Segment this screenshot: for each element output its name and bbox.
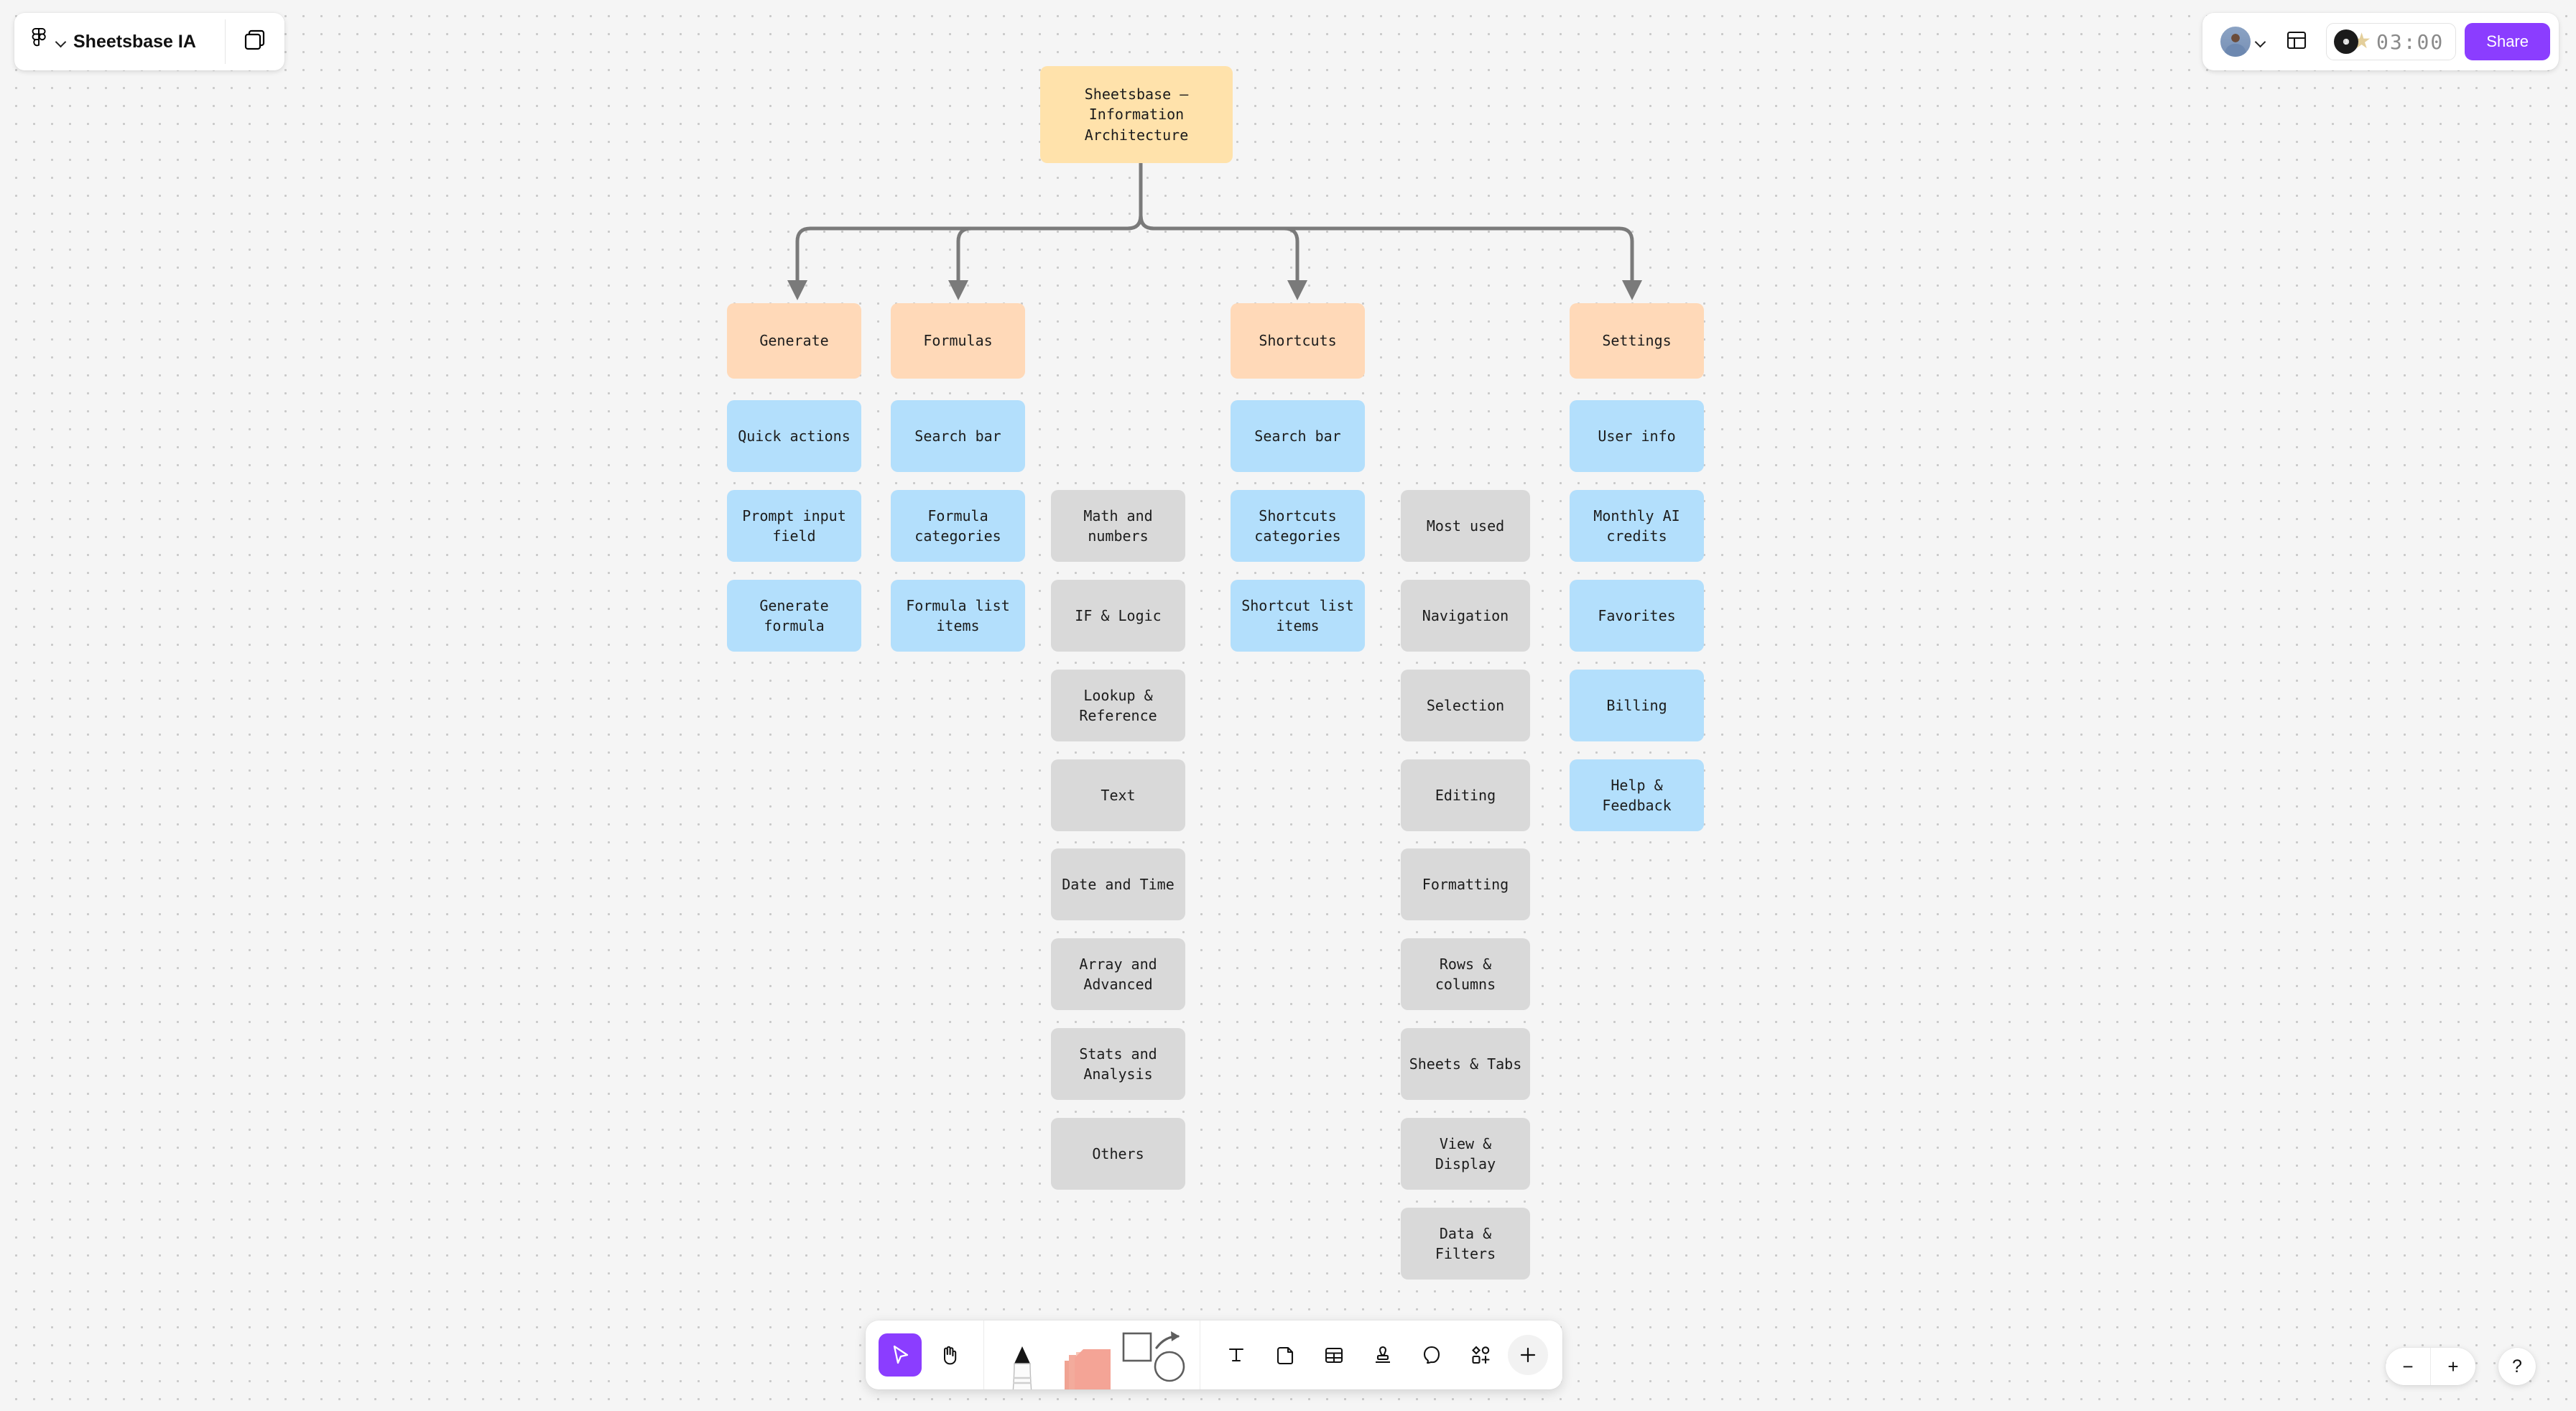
section-tool[interactable] xyxy=(1264,1333,1307,1377)
node-generate-child-0[interactable]: Quick actions xyxy=(727,400,861,472)
node-shortcuts-leaf-8[interactable]: Data & Filters xyxy=(1401,1208,1530,1280)
node-shortcuts-leaf-3[interactable]: Editing xyxy=(1401,759,1530,831)
file-toolbar: Sheetsbase IA xyxy=(14,13,284,70)
text-tool[interactable] xyxy=(1215,1333,1258,1377)
sticky-note-icon xyxy=(1065,1349,1111,1389)
pages-panel-button[interactable] xyxy=(226,13,284,70)
node-category-shortcuts[interactable]: Shortcuts xyxy=(1231,303,1365,379)
stamp-icon xyxy=(1376,1346,1390,1364)
sticky-tool[interactable] xyxy=(1053,1320,1115,1389)
node-shortcuts-leaf-7[interactable]: View & Display xyxy=(1401,1118,1530,1190)
toolbar-divider xyxy=(224,19,226,64)
node-shortcuts-child-1[interactable]: Shortcuts categories xyxy=(1231,490,1365,562)
toolbar-group-pointer xyxy=(866,1320,983,1389)
chevron-down-icon[interactable] xyxy=(2256,37,2266,47)
file-name[interactable]: Sheetsbase IA xyxy=(73,31,196,52)
widgets-icon xyxy=(1472,1346,1490,1364)
layout-grid-button[interactable] xyxy=(2276,29,2317,55)
pages-panel-icon xyxy=(243,28,267,56)
node-category-generate[interactable]: Generate xyxy=(727,303,861,379)
node-shortcuts-leaf-0[interactable]: Most used xyxy=(1401,490,1530,562)
node-shortcuts-leaf-2[interactable]: Selection xyxy=(1401,670,1530,741)
widgets-tool[interactable] xyxy=(1459,1333,1502,1377)
figjam-logo-icon[interactable] xyxy=(30,27,49,57)
node-settings-child-3[interactable]: Billing xyxy=(1570,670,1704,741)
node-formulas-child-2[interactable]: Formula list items xyxy=(891,580,1025,652)
node-shortcuts-child-0[interactable]: Search bar xyxy=(1231,400,1365,472)
node-formulas-leaf-1[interactable]: IF & Logic xyxy=(1051,580,1185,652)
node-shortcuts-leaf-4[interactable]: Formatting xyxy=(1401,848,1530,920)
zoom-out-button[interactable]: − xyxy=(2402,1355,2414,1377)
node-shortcuts-leaf-5[interactable]: Rows & columns xyxy=(1401,938,1530,1010)
music-timer-widget[interactable]: ★ 03:00 xyxy=(2326,23,2457,60)
node-formulas-leaf-2[interactable]: Lookup & Reference xyxy=(1051,670,1185,741)
zoom-controls: − + xyxy=(2386,1348,2475,1385)
main-toolbar xyxy=(866,1320,1562,1389)
vinyl-record-icon xyxy=(2334,29,2359,54)
node-settings-child-0[interactable]: User info xyxy=(1570,400,1704,472)
toolbar-group-objects xyxy=(1200,1320,1562,1389)
zoom-divider xyxy=(2430,1348,2431,1385)
shapes-icon xyxy=(1122,1331,1185,1382)
node-shortcuts-leaf-1[interactable]: Navigation xyxy=(1401,580,1530,652)
node-formulas-child-0[interactable]: Search bar xyxy=(891,400,1025,472)
shape-tool[interactable] xyxy=(1115,1320,1192,1389)
more-tool[interactable] xyxy=(1508,1335,1548,1375)
chevron-down-icon[interactable] xyxy=(56,37,66,47)
pen-tool[interactable] xyxy=(991,1320,1053,1389)
node-formulas-leaf-3[interactable]: Text xyxy=(1051,759,1185,831)
layout-grid-icon xyxy=(2286,29,2307,55)
node-generate-child-1[interactable]: Prompt input field xyxy=(727,490,861,562)
cursor-arrow-icon xyxy=(893,1345,909,1364)
text-icon xyxy=(1228,1348,1244,1362)
share-button[interactable]: Share xyxy=(2465,23,2550,60)
comment-icon xyxy=(1423,1346,1440,1364)
table-icon xyxy=(1325,1347,1343,1364)
node-formulas-child-1[interactable]: Formula categories xyxy=(891,490,1025,562)
node-generate-child-2[interactable]: Generate formula xyxy=(727,580,861,652)
avatar-menu[interactable] xyxy=(2214,26,2271,57)
node-formulas-leaf-4[interactable]: Date and Time xyxy=(1051,848,1185,920)
move-tool[interactable] xyxy=(879,1333,922,1377)
hand-tool[interactable] xyxy=(927,1333,970,1377)
section-icon xyxy=(1277,1346,1294,1365)
node-settings-child-4[interactable]: Help & Feedback xyxy=(1570,759,1704,831)
plus-icon xyxy=(1520,1347,1536,1363)
node-settings-child-1[interactable]: Monthly AI credits xyxy=(1570,490,1704,562)
node-formulas-leaf-6[interactable]: Stats and Analysis xyxy=(1051,1028,1185,1100)
node-settings-child-2[interactable]: Favorites xyxy=(1570,580,1704,652)
hand-icon xyxy=(944,1346,957,1365)
node-root[interactable]: Sheetsbase — Information Architecture xyxy=(1040,66,1233,163)
node-category-settings[interactable]: Settings xyxy=(1570,303,1704,379)
stamp-tool[interactable] xyxy=(1361,1333,1404,1377)
comment-tool[interactable] xyxy=(1410,1333,1453,1377)
node-formulas-leaf-5[interactable]: Array and Advanced xyxy=(1051,938,1185,1010)
toolbar-divider xyxy=(983,1320,984,1389)
node-category-formulas[interactable]: Formulas xyxy=(891,303,1025,379)
collab-toolbar: ★ 03:00 Share xyxy=(2202,13,2559,70)
help-button[interactable]: ? xyxy=(2498,1348,2536,1385)
node-shortcuts-leaf-6[interactable]: Sheets & Tabs xyxy=(1401,1028,1530,1100)
timer-value: 03:00 xyxy=(2376,29,2445,54)
toolbar-group-creation xyxy=(984,1320,1200,1389)
zoom-in-button[interactable]: + xyxy=(2447,1355,2459,1377)
node-formulas-leaf-0[interactable]: Math and numbers xyxy=(1051,490,1185,562)
pencil-marker-icon xyxy=(1012,1346,1032,1389)
node-formulas-leaf-7[interactable]: Others xyxy=(1051,1118,1185,1190)
table-tool[interactable] xyxy=(1312,1333,1356,1377)
user-avatar[interactable] xyxy=(2220,26,2252,57)
node-shortcuts-child-2[interactable]: Shortcut list items xyxy=(1231,580,1365,652)
